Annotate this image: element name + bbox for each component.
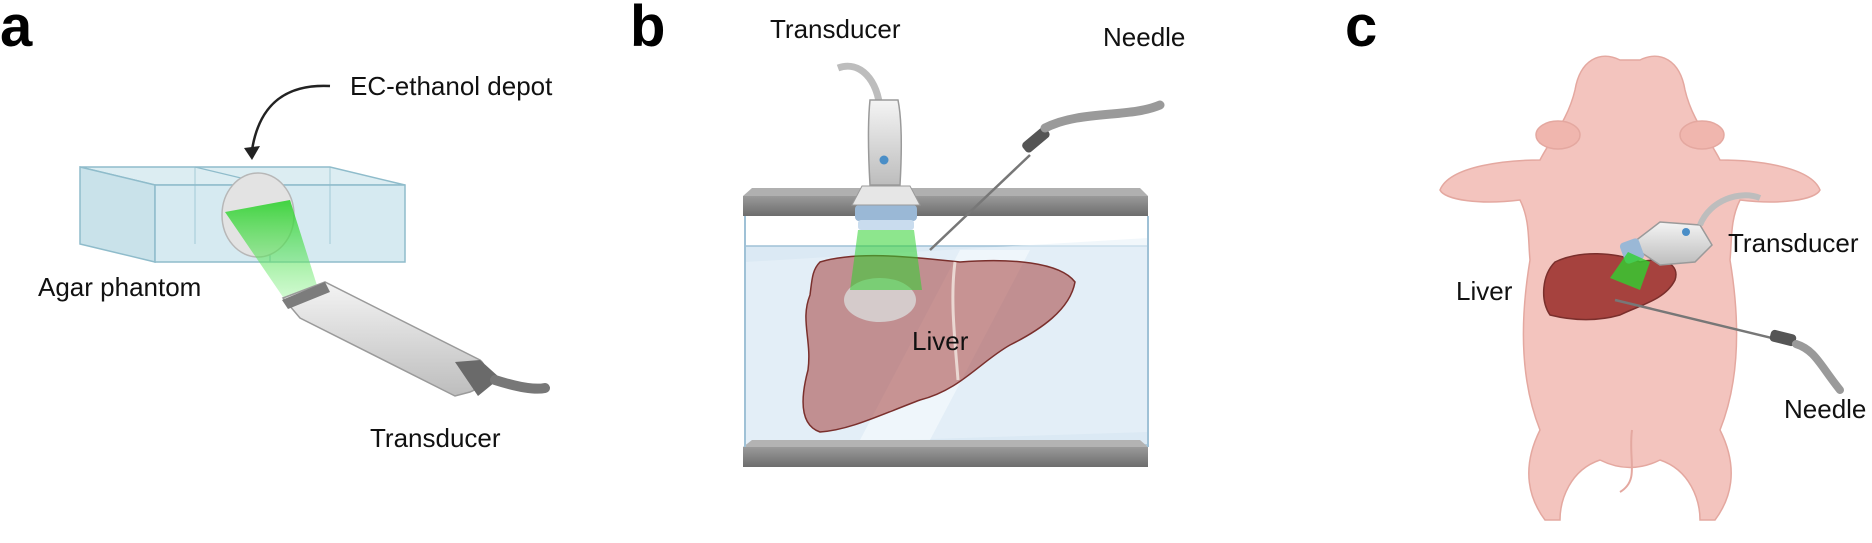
transducer-probe-b [836, 62, 921, 230]
needle-label-c: Needle [1784, 394, 1866, 424]
panel-c-letter: c [1345, 0, 1377, 59]
liver-label-b: Liver [912, 326, 969, 356]
needle-c [1614, 298, 1844, 394]
depot-arrowhead [244, 146, 260, 160]
ultrasound-beam-c [1610, 252, 1650, 290]
tank-base [743, 447, 1148, 467]
depot-label: EC-ethanol depot [350, 71, 553, 101]
depot-arrow [250, 84, 331, 151]
needle-b [929, 100, 1165, 251]
panel-a: a EC-ethanol depot Agar phantom Transduc… [0, 0, 553, 453]
transducer-label-b: Transducer [770, 14, 901, 44]
transducer-label-c: Transducer [1728, 228, 1859, 258]
phantom-label: Agar phantom [38, 272, 201, 302]
panel-b-letter: b [630, 0, 665, 59]
transducer-label-a: Transducer [370, 423, 501, 453]
needle-label-b: Needle [1103, 22, 1185, 52]
tank-lid [743, 196, 1148, 216]
panel-a-letter: a [0, 0, 33, 59]
panel-c: c Transducer Liver Needle [1345, 0, 1866, 521]
transducer-probe-a [281, 281, 550, 397]
ultrasound-beam-a [225, 200, 320, 300]
panel-b: b Transducer Needle [630, 0, 1185, 467]
liver-label-c: Liver [1456, 276, 1513, 306]
ultrasound-beam-b [850, 230, 922, 290]
